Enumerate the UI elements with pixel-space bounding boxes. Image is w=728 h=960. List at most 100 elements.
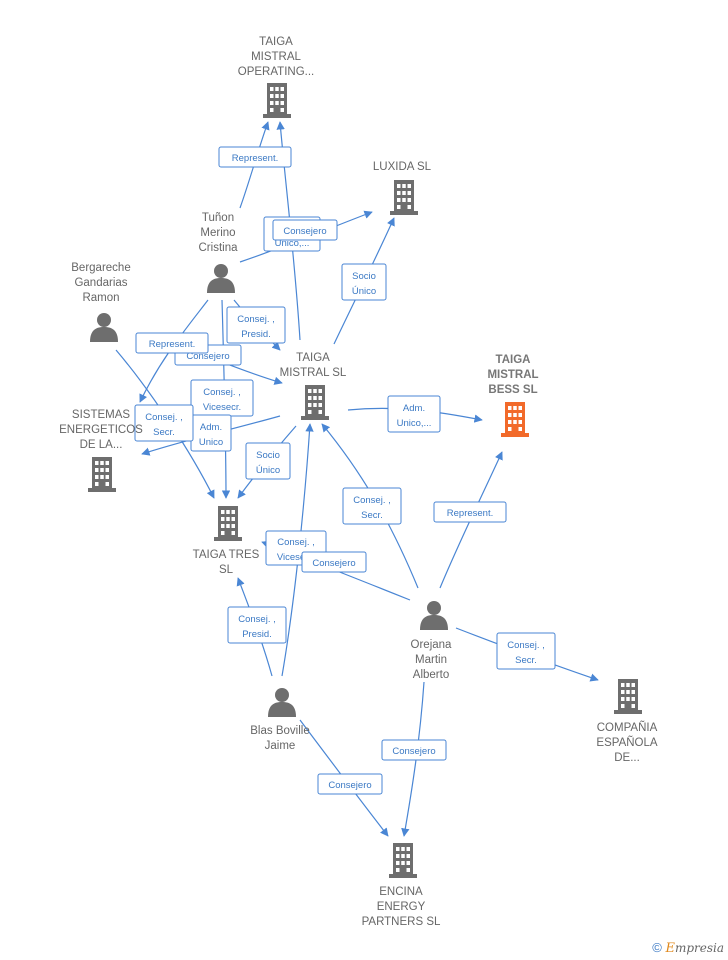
edge-label[interactable]: Represent. [135,332,209,354]
edge-label-text: Consej. , [145,412,183,423]
company-node[interactable]: LUXIDA SL [373,161,432,215]
building-icon [390,180,418,215]
node-label: MISTRAL [487,369,538,381]
edge-label-text: Consejero [312,558,355,569]
person-icon [420,601,448,630]
node-label: ENCINA [379,886,423,898]
edge-label-text: Secr. [515,655,537,666]
node-label: COMPAÑIA [597,721,658,734]
edge-label[interactable]: Represent. [218,146,292,168]
node-label: PARTNERS SL [362,916,441,928]
edge-label-text: Unico,... [397,418,432,429]
edge-lines [115,121,599,837]
nodes: TAIGA MISTRAL OPERATING... LUXIDA SL Tuñ… [59,36,658,928]
node-label: OPERATING... [238,66,314,78]
edge-label-text: Consej. , [237,314,275,325]
edge-label-text: Consejero [392,746,435,757]
copyright-icon: © [652,940,662,955]
node-label: BESS SL [488,384,537,396]
node-label: Cristina [199,242,239,254]
edge-label-text: Único [352,286,376,297]
edge-label-text: Consejero [283,226,326,237]
edge-label[interactable]: Represent. [433,501,507,523]
edge-label[interactable]: Adm. Unico,... [387,395,441,433]
building-icon [263,83,291,118]
edge-label-text: Unico [199,437,223,448]
node-label: Tuñon [202,212,234,224]
person-node[interactable]: Bergareche Gandarias Ramon [71,262,131,342]
edge-label-text: Adm. [403,403,425,414]
node-label: DE... [614,752,640,764]
node-label: ESPAÑOLA [596,736,657,749]
brand-name: mpresia [674,941,724,955]
edge-label-text: Unico,... [275,238,310,249]
person-icon [207,264,235,293]
edge-label[interactable]: Consej. , Secr. [342,487,402,525]
company-node-highlighted[interactable]: TAIGA MISTRAL BESS SL [487,354,539,437]
node-label: Bergareche [71,262,130,274]
company-node[interactable]: COMPAÑIA ESPAÑOLA DE... [596,679,658,764]
company-node[interactable]: TAIGA MISTRAL OPERATING... [238,36,314,118]
edge-label[interactable]: Consej. , Secr. [134,404,194,442]
edge-label-text: Vicesecr. [277,552,315,563]
company-node[interactable]: ENCINA ENERGY PARTNERS SL [362,843,441,928]
person-node[interactable]: Blas Boville Jaime [250,688,310,752]
edge-label[interactable]: Consej. ,Secr. [496,632,556,670]
edge-label-text: Presid. [242,629,272,640]
edge-label-text: Consejero [328,780,371,791]
copyright-brand: © Empresia [652,940,724,956]
building-icon [214,506,242,541]
company-node[interactable]: TAIGA TRES SL [193,506,260,576]
node-label: TAIGA [259,36,293,48]
edge-label[interactable]: Consej. , Presid. [227,606,287,644]
edge-label[interactable]: Consejero [317,773,383,795]
edge-label[interactable]: Consej. ,Vicesecr. [190,379,254,417]
building-icon [301,385,329,420]
node-label: TAIGA [296,352,330,364]
building-icon [389,843,417,878]
edge-label-text: Consej. , [238,614,276,625]
edge-label[interactable]: Adm. Unico [190,414,232,452]
person-node[interactable]: Tuñon Merino Cristina [199,212,239,293]
edge-label-text: Secr. [361,510,383,521]
company-node[interactable]: SISTEMAS ENERGETICOS DE LA... [59,409,143,492]
edge-label-text: Secr. [153,427,175,438]
node-label: Martin [415,654,447,666]
node-label: LUXIDA SL [373,161,432,173]
edge-labels: Represent. Unico,... Consejero SocioÚnic… [134,146,556,795]
building-icon [614,679,642,714]
node-label: SISTEMAS [72,409,130,421]
edge-label-text: Socio [352,271,376,282]
node-label: Alberto [413,669,449,681]
node-label: MISTRAL SL [280,367,347,379]
node-label: Blas Boville [250,725,309,737]
node-label: Jaime [265,740,296,752]
edge-label-text: Consej. , [277,537,315,548]
edge-label-text: Represent. [232,153,278,164]
edge-label[interactable]: Consejero [272,219,338,241]
node-label: MISTRAL [251,51,301,63]
person-node[interactable]: Orejana Martin Alberto [411,601,453,681]
building-icon [501,402,529,437]
node-label: DE LA... [80,439,123,451]
node-label: SL [219,564,234,576]
edge-label-text: Represent. [447,508,493,519]
edge-label-text: Adm. [200,422,222,433]
person-icon [268,688,296,717]
edge-label-text: Represent. [149,339,195,350]
node-label: Gandarias [74,277,127,289]
node-label: Ramon [82,292,119,304]
edge-label[interactable]: Consejero [381,739,447,761]
edge-label-text: Socio [256,450,280,461]
company-node[interactable]: TAIGA MISTRAL SL [280,352,347,420]
edge-label-text: Presid. [241,329,271,340]
edge-label-text: Único [256,465,280,476]
node-label: ENERGETICOS [59,424,143,436]
edge-label-text: Vicesecr. [203,402,241,413]
edge-label[interactable]: Consejero [301,551,367,573]
edge-label[interactable]: Consej. , Presid. [226,306,286,344]
edge-label-text: Consej. , [353,495,391,506]
